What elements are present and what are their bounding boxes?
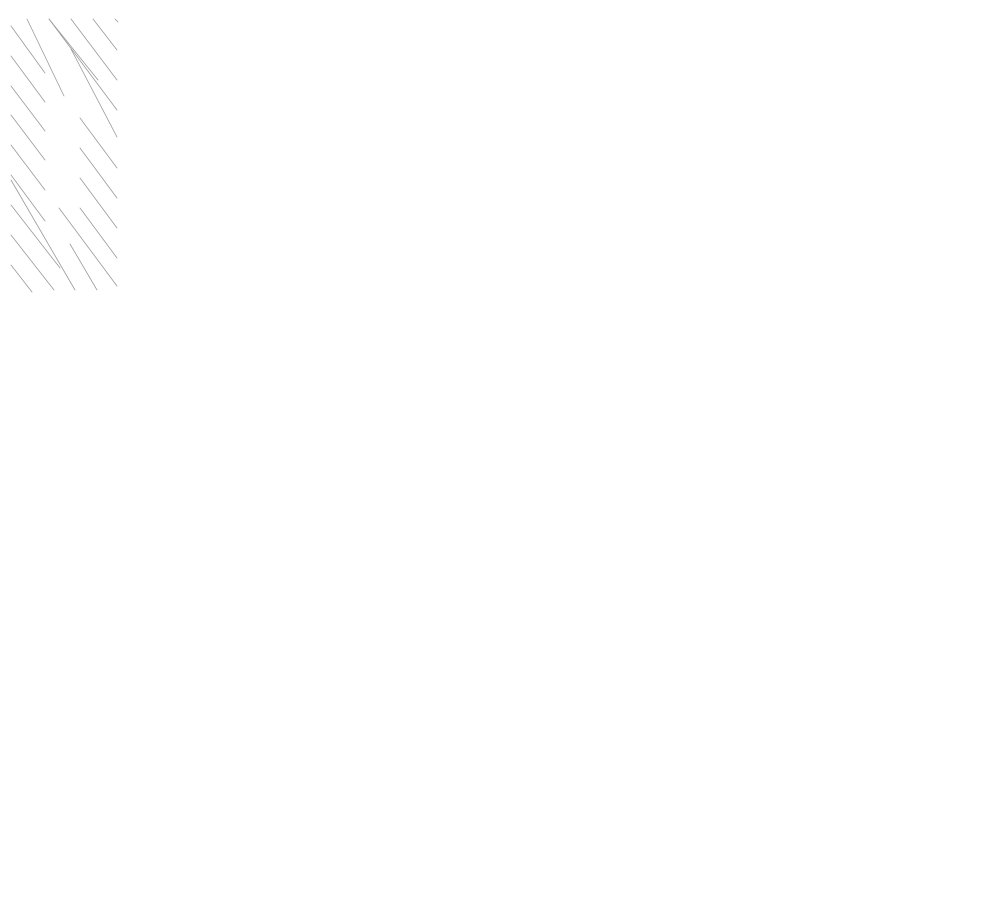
hatch-line bbox=[79, 117, 118, 169]
hatch-line bbox=[10, 55, 46, 103]
hatch-line bbox=[10, 264, 33, 293]
hatch-line bbox=[10, 204, 61, 269]
hatch-line bbox=[10, 25, 46, 74]
hatch-line bbox=[48, 18, 99, 81]
hatch-line bbox=[10, 85, 46, 132]
hatch-line bbox=[79, 177, 118, 229]
hatch-line bbox=[114, 18, 119, 23]
hatch-line bbox=[70, 18, 118, 81]
hatch-line bbox=[69, 243, 98, 291]
hatch-line bbox=[26, 18, 65, 97]
hatch-line bbox=[10, 114, 46, 161]
hatch-line bbox=[58, 207, 118, 287]
hatch-line bbox=[92, 18, 118, 51]
hatch-line bbox=[10, 234, 55, 291]
hatch-line bbox=[79, 207, 118, 259]
hatch-line bbox=[70, 48, 118, 138]
hatch-line bbox=[79, 147, 118, 199]
hatch-line bbox=[10, 144, 46, 191]
hatch-line bbox=[48, 18, 118, 111]
hatch-line bbox=[10, 179, 76, 291]
hatch-line bbox=[10, 174, 46, 222]
diagonal-hatch-pattern bbox=[10, 18, 119, 293]
